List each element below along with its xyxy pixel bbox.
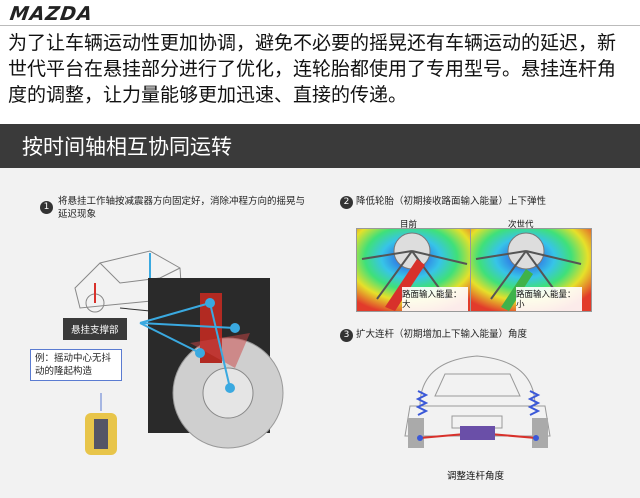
input-small-label: 路面输入能量：小 bbox=[516, 290, 576, 310]
step-3-number: 3 bbox=[340, 329, 353, 342]
section-title: 按时间轴相互协同运转 bbox=[22, 135, 232, 159]
suspension-support-label: 悬挂支撑部 bbox=[63, 318, 127, 340]
bushing-icon bbox=[85, 413, 117, 455]
step-1-caption: 1 将悬挂工作轴按减震器方向固定好，消除冲程方向的摇晃与延迟现象 bbox=[40, 195, 348, 221]
input-large-label: 路面输入能量：大 bbox=[402, 290, 462, 310]
example-note: 例：摇动中心无抖动的隆起构造 bbox=[30, 349, 122, 381]
section-header: 按时间轴相互协同运转 bbox=[0, 124, 640, 168]
step-1-number: 1 bbox=[40, 201, 53, 214]
suspension-illustration bbox=[74, 250, 284, 455]
next-gen-label: 次世代 bbox=[508, 220, 534, 230]
current-label: 目前 bbox=[400, 220, 418, 230]
step-2-caption: 2 降低轮胎（初期接收路面输入能量）上下弹性 bbox=[340, 195, 630, 209]
step-1-text: 将悬挂工作轴按减震器方向固定好，消除冲程方向的摇晃与延迟现象 bbox=[58, 196, 306, 220]
step-3-text: 扩大连杆（初期增加上下输入能量）角度 bbox=[356, 329, 528, 340]
red-arrow bbox=[385, 259, 425, 311]
front-view-illustration bbox=[404, 355, 551, 448]
center-member bbox=[460, 426, 495, 440]
adjust-angle-label: 调整连杆角度 bbox=[447, 471, 505, 482]
step-2-number: 2 bbox=[340, 196, 353, 209]
blue-link-lines bbox=[139, 302, 236, 389]
logo-area: MAZDA bbox=[0, 0, 128, 26]
header-divider bbox=[0, 25, 640, 26]
step-2-text: 降低轮胎（初期接收路面输入能量）上下弹性 bbox=[356, 196, 547, 207]
red-links bbox=[419, 433, 537, 439]
intro-paragraph: 为了让车辆运动性更加协调，避免不必要的摇晃还有车辆运动的延迟，新世代平台在悬挂部… bbox=[8, 32, 617, 106]
heatmap-next-gen bbox=[470, 228, 592, 312]
mazda-logo: MAZDA bbox=[8, 3, 95, 25]
diagram-panel: 1 将悬挂工作轴按减震器方向固定好，消除冲程方向的摇晃与延迟现象 bbox=[0, 168, 640, 498]
front-springs bbox=[415, 390, 541, 416]
step-3-caption: 3 扩大连杆（初期增加上下输入能量）角度 bbox=[340, 328, 630, 342]
